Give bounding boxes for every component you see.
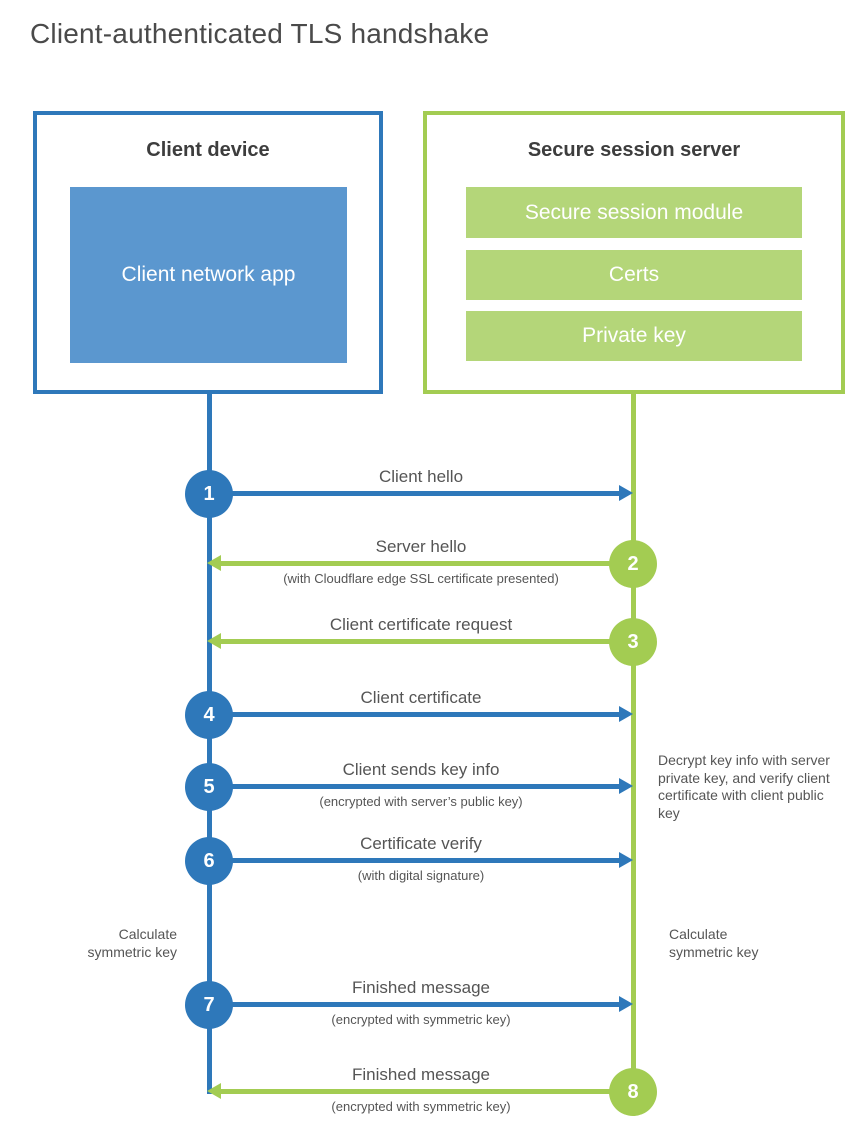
step-circle-5: 5 — [185, 763, 233, 811]
message-label: Client hello — [378, 467, 464, 486]
message-label: Client sends key info — [342, 760, 500, 779]
server-lifeline — [631, 394, 636, 1092]
message-label: Finished message — [352, 978, 490, 997]
note-decrypt-key-info: Decrypt key info with server private key… — [658, 752, 830, 821]
message-label: Client certificate request — [329, 615, 513, 634]
arrow-shaft — [221, 639, 631, 644]
message-client-sends-key-info: Client sends key info (encrypted with se… — [209, 759, 633, 819]
arrow-head-right-icon — [619, 485, 633, 501]
arrow-shaft — [211, 858, 621, 863]
note-calculate-symmetric-key-server: Calculate symmetric key — [669, 926, 759, 960]
arrow-head-right-icon — [619, 996, 633, 1012]
message-label: Certificate verify — [360, 834, 482, 853]
arrow-shaft — [221, 1089, 631, 1094]
message-server-hello: Server hello (with Cloudflare edge SSL c… — [207, 536, 633, 596]
page-title: Client-authenticated TLS handshake — [30, 18, 490, 49]
message-client-hello: Client hello — [209, 466, 633, 526]
step-circle-4: 4 — [185, 691, 233, 739]
message-client-certificate-request: Client certificate request — [207, 614, 633, 674]
message-label: Client certificate — [360, 688, 482, 707]
step-circle-2: 2 — [609, 540, 657, 588]
message-sublabel: (encrypted with symmetric key) — [331, 1012, 511, 1027]
message-label: Finished message — [352, 1065, 490, 1084]
arrow-head-right-icon — [619, 852, 633, 868]
note-calculate-symmetric-key-client: Calculate symmetric key — [87, 926, 177, 960]
step-circle-6: 6 — [185, 837, 233, 885]
arrow-head-right-icon — [619, 778, 633, 794]
message-finished-server: Finished message (encrypted with symmetr… — [207, 1064, 633, 1124]
arrow-shaft — [211, 784, 621, 789]
client-network-app-label: Client network app — [121, 263, 296, 287]
client-lifeline — [207, 394, 212, 1094]
server-module-certs: Certs — [466, 250, 802, 300]
message-label: Server hello — [375, 537, 467, 556]
step-circle-3: 3 — [609, 618, 657, 666]
arrow-shaft — [221, 561, 631, 566]
step-circle-7: 7 — [185, 981, 233, 1029]
step-circle-8: 8 — [609, 1068, 657, 1116]
arrow-shaft — [211, 491, 621, 496]
message-sublabel: (encrypted with server’s public key) — [319, 794, 523, 809]
message-finished-client: Finished message (encrypted with symmetr… — [209, 977, 633, 1037]
message-sublabel: (with Cloudflare edge SSL certificate pr… — [283, 571, 559, 586]
arrow-head-right-icon — [619, 706, 633, 722]
arrow-shaft — [211, 712, 621, 717]
secure-session-server-title: Secure session server — [527, 139, 741, 161]
arrow-shaft — [211, 1002, 621, 1007]
server-module-secure-session: Secure session module — [466, 187, 802, 238]
arrow-head-left-icon — [207, 555, 221, 571]
client-network-app-box: Client network app — [70, 187, 347, 363]
message-client-certificate: Client certificate — [209, 687, 633, 747]
message-sublabel: (encrypted with symmetric key) — [331, 1099, 511, 1114]
server-module-private-key: Private key — [466, 311, 802, 361]
step-circle-1: 1 — [185, 470, 233, 518]
message-sublabel: (with digital signature) — [357, 868, 485, 883]
message-certificate-verify: Certificate verify (with digital signatu… — [209, 833, 633, 893]
arrow-head-left-icon — [207, 1083, 221, 1099]
arrow-head-left-icon — [207, 633, 221, 649]
client-device-title: Client device — [146, 139, 270, 161]
